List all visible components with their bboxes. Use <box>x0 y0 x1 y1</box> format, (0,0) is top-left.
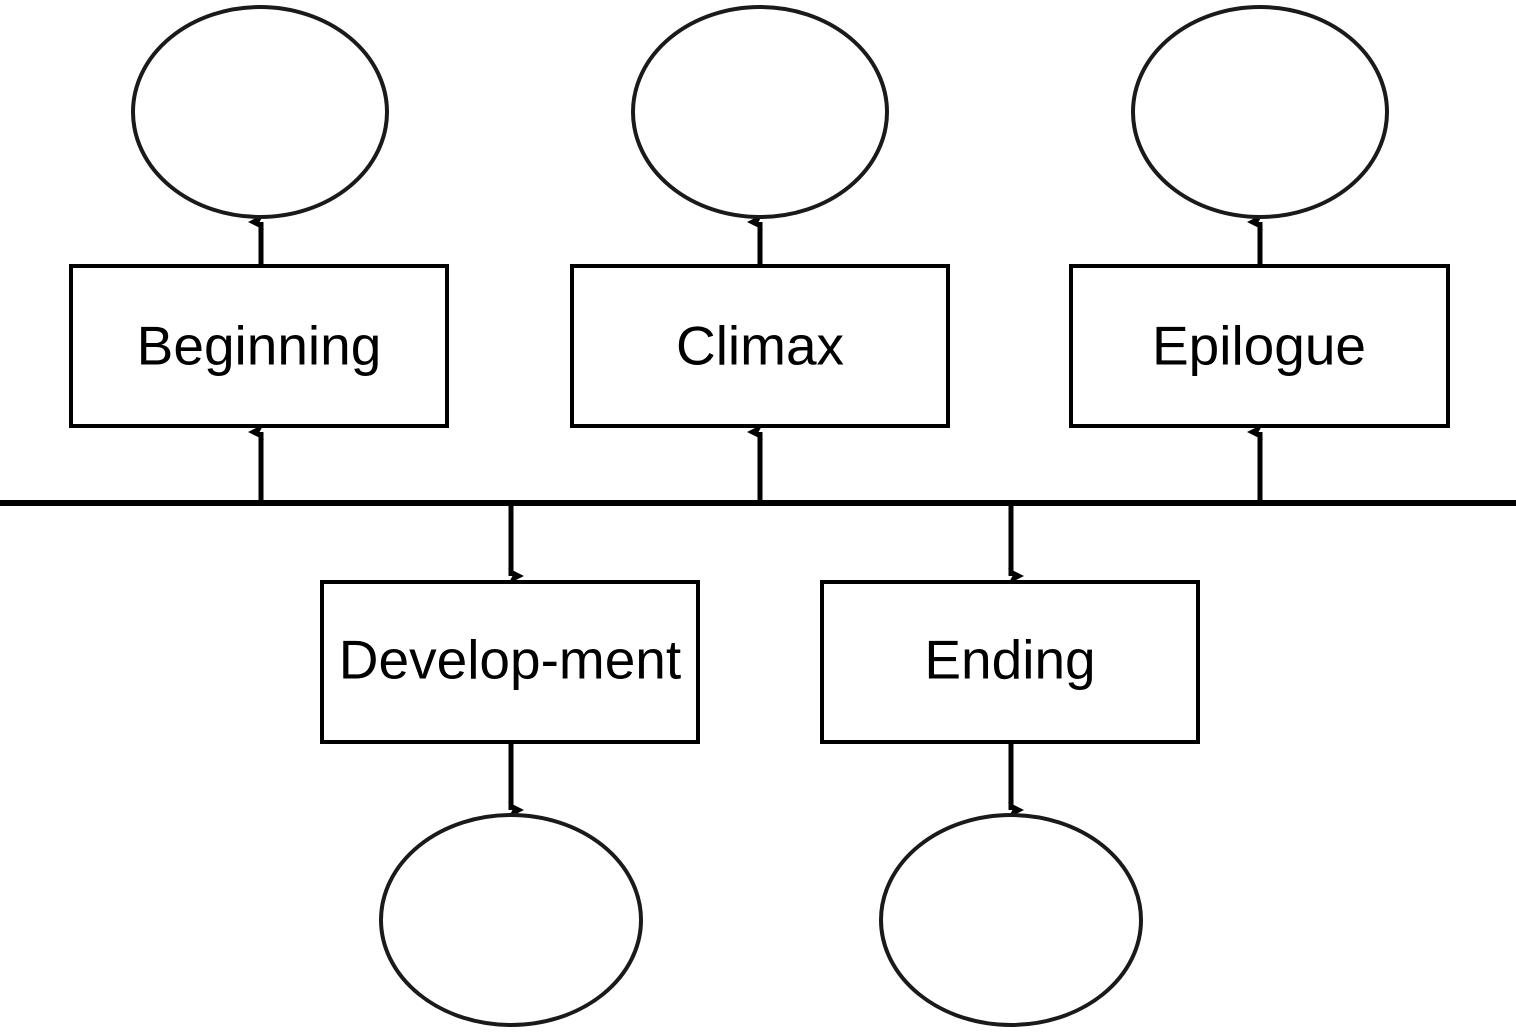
development-box[interactable] <box>320 580 700 744</box>
climax-circle[interactable] <box>631 5 889 219</box>
ending-circle[interactable] <box>879 813 1143 1027</box>
beginning-label: Beginning <box>137 315 382 377</box>
climax-label: Climax <box>676 315 844 377</box>
node-epilogue[interactable]: Epilogue <box>1069 264 1450 428</box>
epilogue-label: Epilogue <box>1152 315 1366 377</box>
epilogue-circle[interactable] <box>1131 5 1389 219</box>
climax-box[interactable] <box>570 264 950 428</box>
development-circle[interactable] <box>379 813 643 1027</box>
node-development[interactable]: Develop-ment <box>320 580 700 744</box>
node-beginning[interactable]: Beginning <box>69 264 449 428</box>
ending-box[interactable] <box>820 580 1200 744</box>
ending-label: Ending <box>924 629 1095 691</box>
beginning-circle[interactable] <box>131 5 389 219</box>
node-climax[interactable]: Climax <box>570 264 950 428</box>
epilogue-box[interactable] <box>1069 264 1450 428</box>
beginning-box[interactable] <box>69 264 449 428</box>
development-label: Develop-ment <box>339 629 681 691</box>
node-ending[interactable]: Ending <box>820 580 1200 744</box>
